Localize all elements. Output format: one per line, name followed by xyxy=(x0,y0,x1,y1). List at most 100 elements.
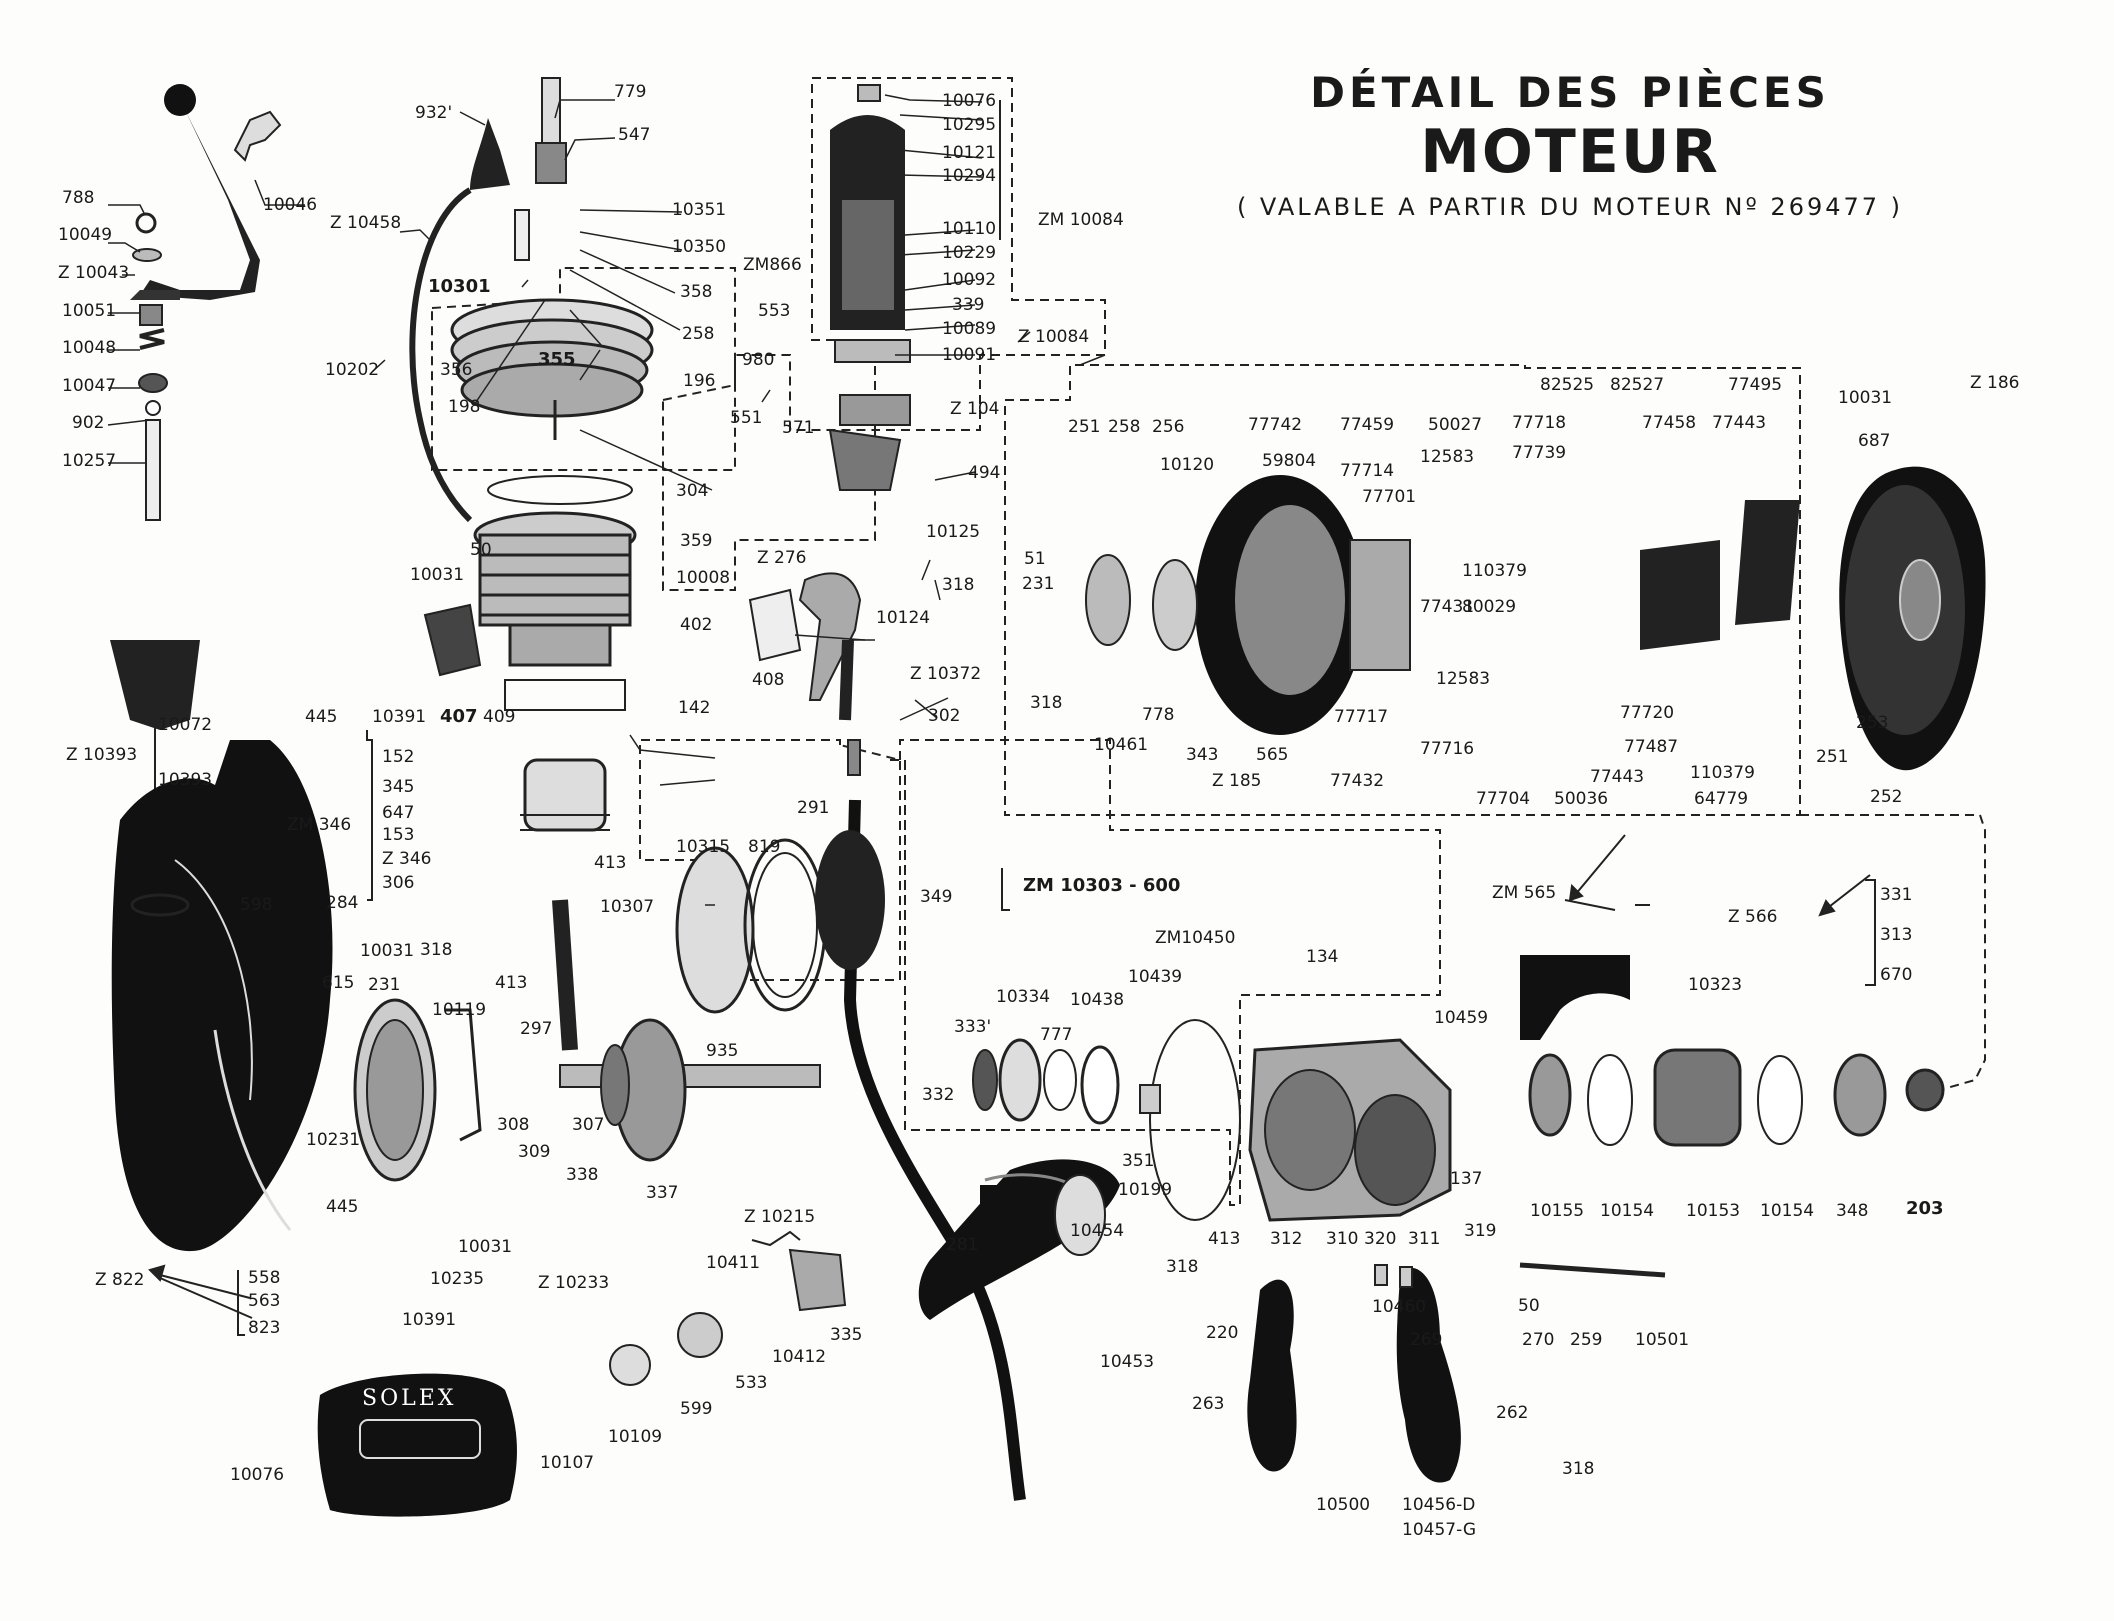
label-339: 339 xyxy=(952,295,984,315)
kick-lever xyxy=(130,84,282,521)
label-358: 358 xyxy=(680,282,712,302)
label-262: 262 xyxy=(1496,1403,1528,1423)
label-10257: 10257 xyxy=(62,451,116,471)
label-788: 788 xyxy=(62,188,94,208)
label-Z10215: Z 10215 xyxy=(744,1207,815,1227)
label-77443-low: 77443 xyxy=(1590,767,1644,787)
label-306: 306 xyxy=(382,873,414,893)
pedal-plates xyxy=(1247,1262,1666,1483)
label-10457-G: 10457-G xyxy=(1402,1520,1476,1540)
label-318-mag: 318 xyxy=(1030,693,1062,713)
label-10350: 10350 xyxy=(672,237,726,257)
label-10155: 10155 xyxy=(1530,1201,1584,1221)
label-319: 319 xyxy=(1464,1221,1496,1241)
label-10460: 10460 xyxy=(1372,1297,1426,1317)
label-10301: 10301 xyxy=(428,276,491,297)
label-407: 407 xyxy=(440,706,478,727)
label-269: 269 xyxy=(1410,1330,1442,1350)
label-302: 302 xyxy=(928,706,960,726)
label-10119: 10119 xyxy=(432,1000,486,1020)
frame-magneto xyxy=(1004,364,1801,816)
label-10294: 10294 xyxy=(942,166,996,186)
title-line-1: DÉTAIL DES PIÈCES MOTEUR xyxy=(1180,68,1960,187)
part-labels: 788 10049 Z 10043 10051 10048 10047 902 … xyxy=(58,82,2020,1540)
label-153: 153 xyxy=(382,825,414,845)
label-10453: 10453 xyxy=(1100,1352,1154,1372)
cylinder xyxy=(423,511,637,711)
label-10154-b: 10154 xyxy=(1760,1201,1814,1221)
label-823: 823 xyxy=(248,1318,280,1338)
label-ZM866: ZM866 xyxy=(743,255,802,275)
label-318-low: 318 xyxy=(1562,1459,1594,1479)
label-198: 198 xyxy=(448,397,480,417)
label-332: 332 xyxy=(922,1085,954,1105)
cylinder-head xyxy=(450,298,654,505)
label-80029: 80029 xyxy=(1462,597,1516,617)
label-10008: 10008 xyxy=(676,568,730,588)
label-337: 337 xyxy=(646,1183,678,1203)
title-emphasis: MOTEUR xyxy=(1420,117,1720,187)
frame-return xyxy=(1800,814,1986,1091)
label-10076-low: 10076 xyxy=(230,1465,284,1485)
label-10154-a: 10154 xyxy=(1600,1201,1654,1221)
label-134: 134 xyxy=(1306,947,1338,967)
label-Z346: Z 346 xyxy=(382,849,432,869)
spark-plug-assembly xyxy=(409,77,567,523)
label-359: 359 xyxy=(680,531,712,551)
label-10047: 10047 xyxy=(62,376,116,396)
label-494: 494 xyxy=(968,463,1000,483)
label-311: 311 xyxy=(1408,1229,1440,1249)
label-252: 252 xyxy=(1870,787,1902,807)
carburetor-body: SOLEX xyxy=(317,1373,517,1517)
label-553: 553 xyxy=(758,301,790,321)
label-110379-low: 110379 xyxy=(1690,763,1755,783)
label-12583-top: 12583 xyxy=(1420,447,1474,467)
label-687: 687 xyxy=(1858,431,1890,451)
label-Z10393: Z 10393 xyxy=(66,745,137,765)
label-10323: 10323 xyxy=(1688,975,1742,995)
frame-fan-hub xyxy=(890,759,910,921)
label-335: 335 xyxy=(830,1325,862,1345)
label-50027: 50027 xyxy=(1428,415,1482,435)
page-title: DÉTAIL DES PIÈCES MOTEUR ( VALABLE A PAR… xyxy=(1180,68,1960,221)
label-110379-top: 110379 xyxy=(1462,561,1527,581)
label-281: 281 xyxy=(946,1235,978,1255)
label-Z10233: Z 10233 xyxy=(538,1273,609,1293)
label-10048: 10048 xyxy=(62,338,116,358)
label-77459: 77459 xyxy=(1340,415,1394,435)
leader-lines xyxy=(107,94,1106,906)
label-615: 615 xyxy=(322,973,354,993)
label-10295: 10295 xyxy=(942,115,996,135)
label-10391-top: 10391 xyxy=(372,707,426,727)
label-309: 309 xyxy=(518,1142,550,1162)
intake-tube xyxy=(748,572,862,721)
label-10121: 10121 xyxy=(942,143,996,163)
label-Z10372: Z 10372 xyxy=(910,664,981,684)
label-647: 647 xyxy=(382,803,414,823)
label-598: 598 xyxy=(240,895,272,915)
label-152: 152 xyxy=(382,747,414,767)
crankcase xyxy=(1149,1019,1452,1222)
label-256: 256 xyxy=(1152,417,1184,437)
label-10438: 10438 xyxy=(1070,990,1124,1010)
label-445-top: 445 xyxy=(305,707,337,727)
label-10091: 10091 xyxy=(942,345,996,365)
label-ZM346: ZM 346 xyxy=(287,815,351,835)
label-413-mid: 413 xyxy=(1208,1229,1240,1249)
label-263: 263 xyxy=(1192,1394,1224,1414)
label-349: 349 xyxy=(920,887,952,907)
label-10031-side: 10031 xyxy=(360,941,414,961)
label-77742: 77742 xyxy=(1248,415,1302,435)
label-338: 338 xyxy=(566,1165,598,1185)
label-10107: 10107 xyxy=(540,1453,594,1473)
label-231-side: 231 xyxy=(368,975,400,995)
label-10307: 10307 xyxy=(600,897,654,917)
title-line-2: ( VALABLE A PARTIR DU MOTEUR Nº 269477 ) xyxy=(1236,193,1904,221)
label-258-mag: 258 xyxy=(1108,417,1140,437)
label-10109: 10109 xyxy=(608,1427,662,1447)
label-ZM565: ZM 565 xyxy=(1492,883,1556,903)
bearings-row xyxy=(972,1038,1161,1125)
label-304: 304 xyxy=(676,481,708,501)
label-402: 402 xyxy=(680,615,712,635)
